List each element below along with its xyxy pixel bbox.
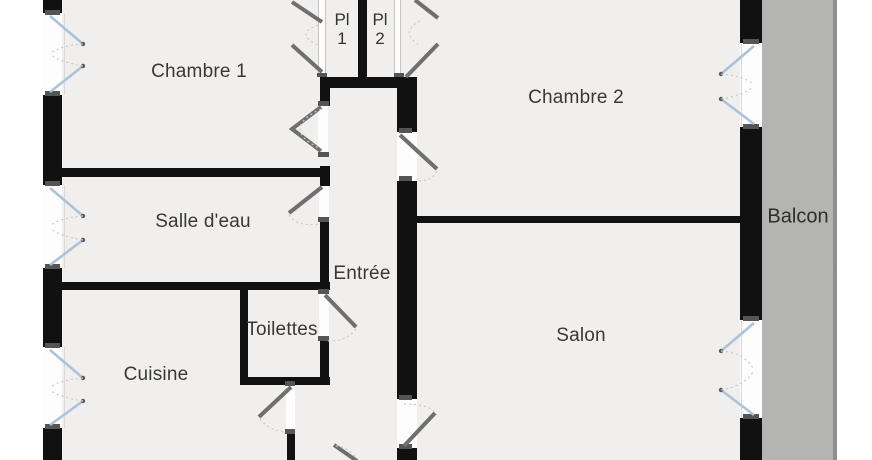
room-label-salle-d-eau: Salle d'eau: [155, 211, 251, 232]
door-icon-chambre2: [398, 133, 439, 182]
door-icons: [257, 0, 440, 460]
room-label-chambre-1: Chambre 1: [151, 61, 247, 82]
balcony-surface: [762, 0, 837, 460]
door-icon-chambre1: [288, 105, 323, 153]
room-label-salon: Salon: [556, 325, 606, 346]
room-label-placard-2: Pl 2: [372, 9, 388, 48]
window-icon-salle-d-eau: [49, 187, 86, 267]
door-icon-cuisine: [257, 385, 293, 433]
door-icon-entree-main: [332, 443, 359, 460]
window-icon-chambre2: [718, 45, 755, 126]
window-icon-cuisine: [49, 349, 86, 427]
room-label-placard-1: Pl 1: [334, 9, 350, 48]
door-icon-placard1: [290, 0, 324, 74]
window-icon-salon: [718, 322, 755, 417]
door-icon-salle-d-eau: [287, 185, 324, 226]
door-icon-salon: [402, 403, 437, 448]
door-icon-toilettes: [323, 293, 358, 342]
room-label-toilettes: Toilettes: [246, 319, 318, 340]
window-icons: [49, 15, 755, 427]
wall-openings: [43, 0, 762, 448]
window-icon-chambre1: [49, 15, 86, 94]
room-label-balcon: Balcon: [767, 205, 829, 228]
door-icon-placard2: [404, 0, 440, 79]
room-label-cuisine: Cuisine: [123, 364, 189, 385]
room-label-chambre-2: Chambre 2: [528, 87, 624, 108]
room-label-entree: Entrée: [333, 263, 391, 284]
